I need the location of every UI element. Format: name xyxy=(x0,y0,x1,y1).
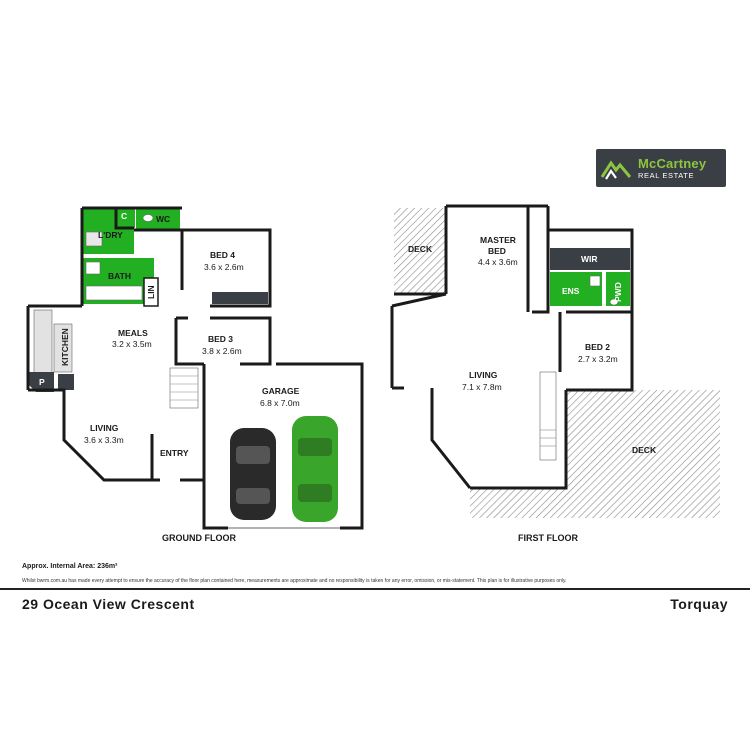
label-pwd: PWD xyxy=(613,282,623,302)
linen-cupboard xyxy=(143,277,159,307)
label-master-1: MASTER xyxy=(480,235,516,245)
first-floor-title: FIRST FLOOR xyxy=(518,533,578,543)
wc-room xyxy=(136,208,180,230)
disclaimer: Whilst bwrm.com.au has made every attemp… xyxy=(22,578,567,584)
label-bed4: BED 4 xyxy=(210,250,235,260)
pantry-room xyxy=(28,372,54,392)
label-meals-size: 3.2 x 3.5m xyxy=(112,339,152,349)
label-garage: GARAGE xyxy=(262,386,300,396)
label-bed4-size: 3.6 x 2.6m xyxy=(204,262,244,272)
divider xyxy=(0,588,750,590)
brand-subtitle: REAL ESTATE xyxy=(638,170,695,180)
label-wir: WIR xyxy=(581,254,598,264)
label-bed3-size: 3.8 x 2.6m xyxy=(202,346,242,356)
label-wc: WC xyxy=(156,214,170,224)
kitchen-island xyxy=(53,323,73,373)
deck-large xyxy=(470,390,720,518)
car-dark-icon xyxy=(230,428,276,520)
label-garage-size: 6.8 x 7.0m xyxy=(260,398,300,408)
label-living-ground-size: 3.6 x 3.3m xyxy=(84,435,124,445)
label-living-first-size: 7.1 x 7.8m xyxy=(462,382,502,392)
label-master-2: BED xyxy=(488,246,506,256)
property-suburb: Torquay xyxy=(670,596,728,612)
label-meals: MEALS xyxy=(118,328,148,338)
label-deck-large: DECK xyxy=(632,445,657,455)
label-living-ground: LIVING xyxy=(90,423,119,433)
kitchen-bench xyxy=(33,309,53,375)
property-address: 29 Ocean View Crescent xyxy=(22,596,195,612)
label-bed2: BED 2 xyxy=(585,342,610,352)
label-deck-small: DECK xyxy=(408,244,433,254)
label-bed2-size: 2.7 x 3.2m xyxy=(578,354,618,364)
label-c: C xyxy=(121,211,127,221)
ground-stairs xyxy=(169,367,199,409)
first-stairs xyxy=(539,371,557,461)
laundry-room xyxy=(82,208,134,254)
wir-room xyxy=(550,248,630,270)
car-green-icon xyxy=(292,416,338,522)
label-pantry: P xyxy=(39,377,45,387)
label-lin: LIN xyxy=(146,285,156,299)
internal-area: Approx. Internal Area: 236m² xyxy=(22,563,118,570)
label-ens: ENS xyxy=(562,286,580,296)
powder-room xyxy=(606,272,630,306)
label-kitchen: KITCHEN xyxy=(60,328,70,366)
label-entry: ENTRY xyxy=(160,448,189,458)
label-bed3: BED 3 xyxy=(208,334,233,344)
ground-floor-plan: C WC L'DRY BATH LIN BED 4 3.6 x 2.6m MEA… xyxy=(26,206,364,543)
label-bath: BATH xyxy=(108,271,131,281)
label-master-size: 4.4 x 3.6m xyxy=(478,257,518,267)
house-logo-icon xyxy=(600,160,632,180)
ground-floor-title: GROUND FLOOR xyxy=(162,533,236,543)
brand-name: McCartney xyxy=(638,155,707,171)
first-floor-plan: DECK MASTER BED 4.4 x 3.6m WIR ENS PWD B… xyxy=(390,204,720,543)
deck-small xyxy=(394,208,446,294)
label-laundry: L'DRY xyxy=(98,230,123,240)
label-living-first: LIVING xyxy=(469,370,498,380)
brand-logo: McCartney REAL ESTATE xyxy=(596,149,726,187)
